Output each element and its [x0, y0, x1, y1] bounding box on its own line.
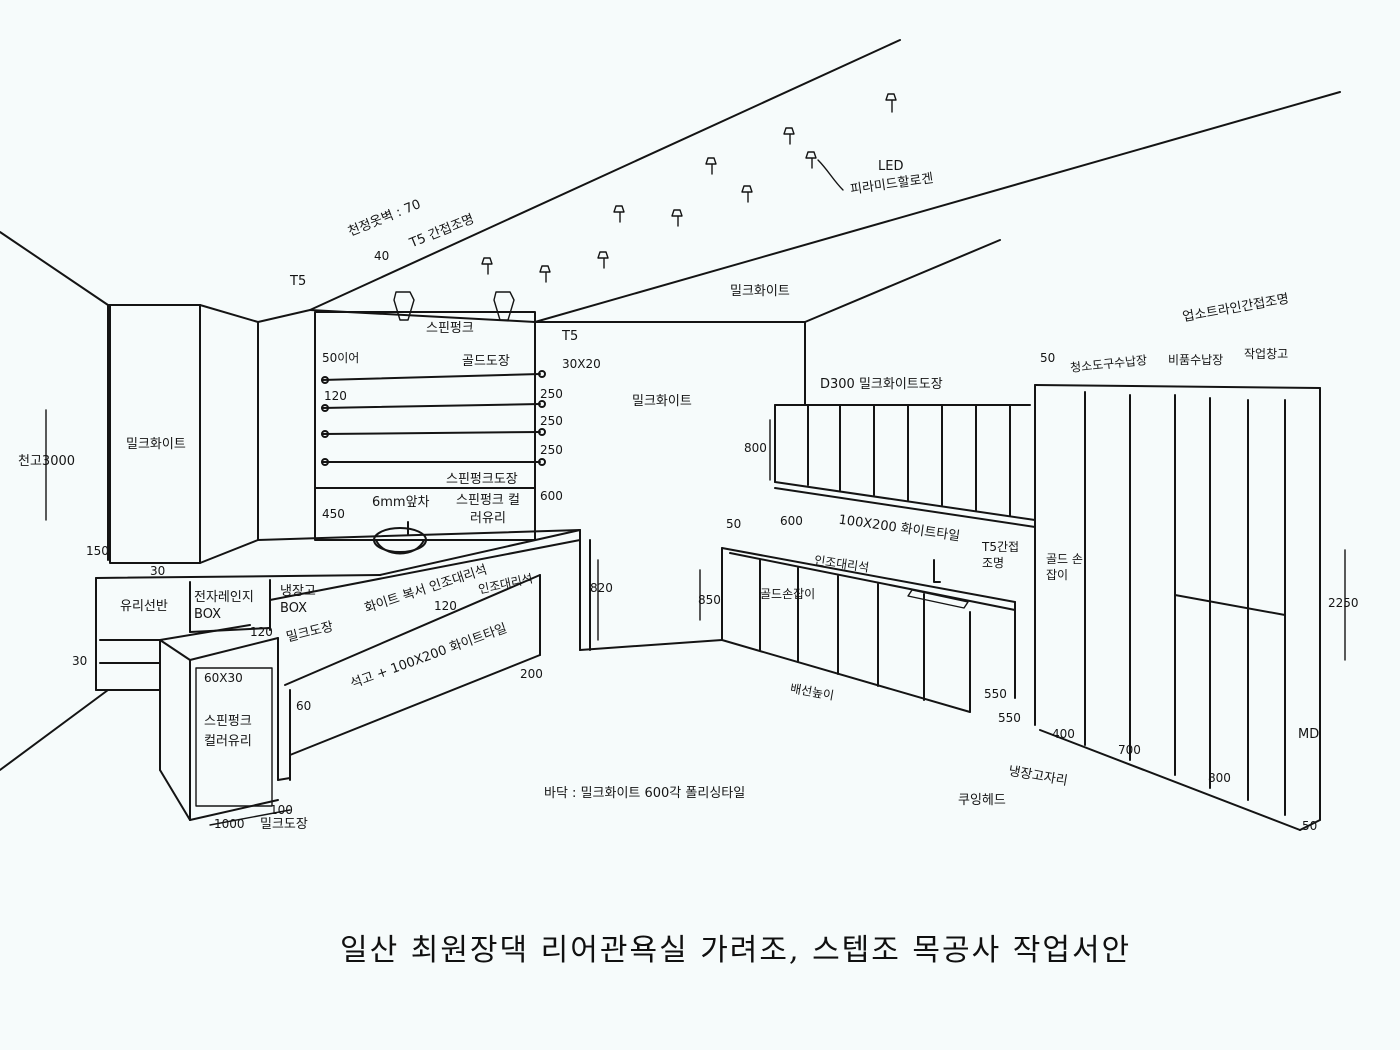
label-spin-gold: 스핀펑크도장 — [446, 472, 518, 487]
label-storage-cab: 작업창고 — [1244, 347, 1289, 361]
label-md: MD — [1298, 727, 1320, 742]
dim-30b: 30 — [72, 654, 88, 668]
label-glass-shelf: 유리선반 — [120, 599, 168, 614]
label-led: LED — [878, 159, 904, 174]
dim-200: 200 — [520, 667, 543, 681]
dim-600a: 600 — [540, 489, 563, 503]
dim-550a: 550 — [984, 687, 1007, 701]
dim-2250: 2250 — [1328, 596, 1359, 610]
label-shelf-gold: 골드도장 — [462, 354, 510, 369]
dim-120b: 120 — [250, 625, 273, 639]
dim-700: 700 — [1118, 743, 1141, 757]
dim-600b: 600 — [780, 514, 803, 528]
room-shell — [0, 39, 1341, 771]
dim-550b: 550 — [998, 711, 1021, 725]
label-d300-paint: D300 밀크화이트도장 — [820, 377, 943, 392]
label-t5-right: T5 — [562, 329, 579, 344]
label-linen-storage: 비품수납장 — [1168, 353, 1224, 367]
vanity-counter — [95, 529, 581, 756]
label-spin-colored-glass: 스핀펑크 컬러유리 — [204, 714, 252, 749]
label-t5-left: T5 — [290, 274, 307, 289]
tall-storage — [1034, 384, 1321, 831]
dim-50c: 50 — [1302, 819, 1318, 833]
dim-30a: 30 — [150, 564, 166, 578]
label-elec-box: 전자레인지 BOX — [194, 590, 254, 622]
dim-50b: 50 — [1040, 351, 1056, 365]
dim-1000: 1000 — [214, 817, 245, 831]
label-floor: 바닥 : 밀크화이트 600각 폴리싱타일 — [544, 786, 746, 801]
label-spin-mirror: 스핀펑크 컬러유리 — [456, 493, 520, 527]
dim-450: 450 — [322, 507, 345, 521]
dim-850: 850 — [698, 593, 721, 607]
dim-60: 60 — [296, 699, 312, 713]
front-panel — [159, 624, 291, 821]
dim-120c: 120 — [434, 599, 457, 613]
dim-120: 120 — [324, 389, 347, 403]
label-gold-handle: 골드손잡이 — [760, 587, 816, 601]
dim-30x20: 30X20 — [562, 357, 601, 371]
label-milk-paint-bottom: 밀크도장 — [260, 817, 308, 832]
dim-250a: 250 — [540, 387, 563, 401]
drawing-title: 일산 최원장댁 리어관욕실 가려조, 스텝조 목공사 작업서안 — [340, 933, 1132, 968]
label-gold-handle-2: 골드 손잡이 — [1046, 552, 1083, 582]
dim-50a: 50 — [726, 517, 742, 531]
upper-cabinets — [774, 404, 1036, 528]
dim-40: 40 — [374, 249, 390, 263]
lower-cabinets — [721, 547, 1016, 713]
dim-100: 100 — [270, 803, 293, 817]
label-height-3000: 천고3000 — [18, 454, 76, 469]
label-milk-white-left: 밀크화이트 — [126, 437, 186, 452]
dim-150: 150 — [86, 544, 109, 558]
dim-250c: 250 — [540, 443, 563, 457]
label-shelf-50: 50이어 — [322, 351, 360, 365]
dim-820: 820 — [590, 581, 613, 595]
ceiling-lights — [393, 93, 897, 321]
left-tall-cabinet — [109, 304, 581, 564]
label-t5-under: T5간접조명 — [982, 540, 1020, 570]
label-milk-white-ceiling: 밀크화이트 — [730, 284, 790, 299]
dim-800b: 800 — [1208, 771, 1231, 785]
label-spin-wall: 스핀펑크 — [426, 321, 474, 336]
label-cooking-head: 쿠잉헤드 — [958, 793, 1006, 808]
label-milk-white-wall: 밀크화이트 — [632, 394, 692, 409]
dim-400: 400 — [1052, 727, 1075, 741]
label-mirror-6mm: 6mm앞차 — [372, 495, 430, 510]
shelf-wall — [314, 311, 546, 555]
dim-800a: 800 — [744, 441, 767, 455]
dim-60x30: 60X30 — [204, 671, 243, 685]
dim-250b: 250 — [540, 414, 563, 428]
dimension-lines — [45, 409, 1346, 826]
label-fridge-box: 냉장고 BOX — [280, 584, 316, 616]
